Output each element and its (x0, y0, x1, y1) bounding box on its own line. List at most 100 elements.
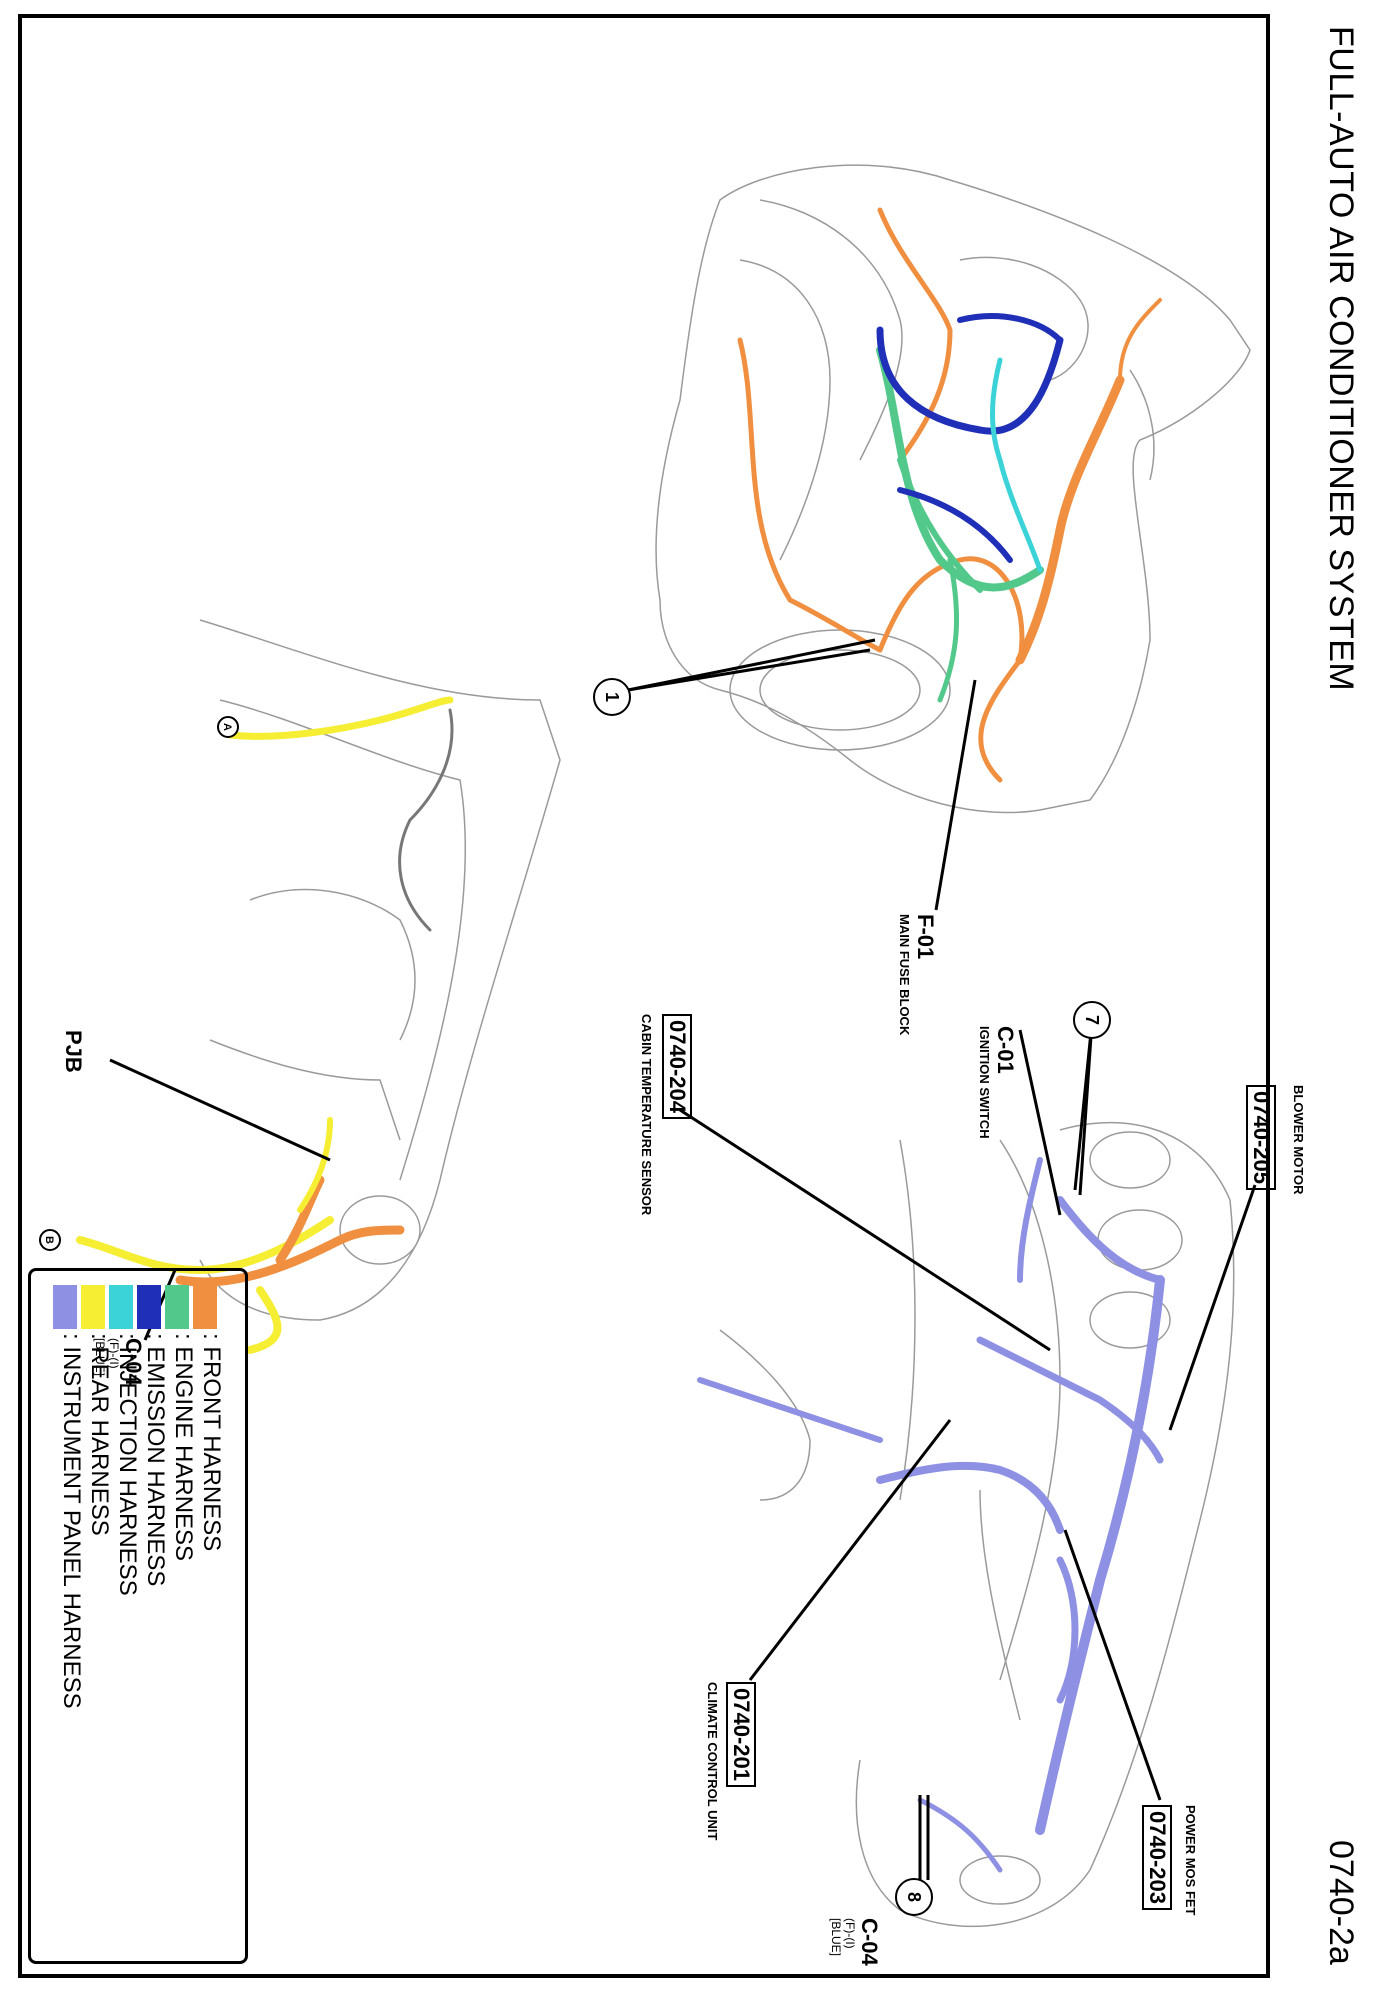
ref-204-name: CABIN TEMPERATURE SENSOR (639, 1014, 654, 1216)
emission-harness-2 (957, 313, 1063, 343)
hood-line (739, 259, 831, 561)
console (979, 1489, 1021, 1721)
leader-201 (748, 1419, 952, 1681)
rear-harnesses (76, 696, 454, 1354)
ref-203-box[interactable]: 0740-203 (1142, 1805, 1172, 1910)
rear-wheel-well (339, 1195, 421, 1265)
callout-8-circle (895, 1878, 933, 1916)
legend-swatch (137, 1285, 161, 1329)
engine-bay-outline (655, 164, 1251, 814)
front-harness-1 (737, 337, 883, 653)
ref-203-name: POWER MOS FET (1183, 1805, 1198, 1916)
ref-201-name: CLIMATE CONTROL UNIT (705, 1682, 720, 1841)
leader-205 (1168, 1184, 1257, 1431)
callout-a-circle (217, 716, 239, 738)
front-harness-3 (1015, 375, 1125, 665)
ref-204-box[interactable]: 0740-204 (662, 1014, 692, 1119)
ip-harness-left (697, 1377, 883, 1443)
leader-lines (109, 638, 1257, 1880)
legend-swatch (109, 1285, 133, 1329)
legend-label: : EMISSION HARNESS (142, 1333, 169, 1587)
glovebox-vent (959, 1855, 1041, 1905)
legend-label: : REAR HARNESS (86, 1333, 113, 1536)
battery-area (1129, 369, 1155, 481)
emission-harness-1 (876, 326, 1064, 435)
leader-f01 (934, 679, 977, 911)
engine-harness-2 (897, 457, 983, 593)
legend-label: : INJECTION HARNESS (114, 1333, 141, 1596)
callout-7-text: 7 (1082, 1015, 1102, 1025)
ip-harness-upper (1056, 1196, 1164, 1284)
leader-pjb (109, 1058, 331, 1162)
rear-panel (209, 1039, 401, 1141)
legend-label: : INSTRUMENT PANEL HARNESS (58, 1333, 85, 1709)
callout-numbers: 1 7 8 A B (43, 692, 1102, 1902)
front-harness-6 (1118, 298, 1162, 382)
legend-swatch (165, 1285, 189, 1329)
ip-harness-end (917, 1797, 1003, 1873)
engine-bay-view (655, 164, 1251, 814)
leader-204 (679, 1108, 1051, 1352)
legend-label: : FRONT HARNESS (198, 1333, 225, 1552)
rear-grey-1 (398, 708, 454, 932)
ref-205-name: BLOWER MOTOR (1291, 1085, 1306, 1195)
harness-legend: : FRONT HARNESS: ENGINE HARNESS: EMISSIO… (28, 1268, 248, 1964)
front-harness-5 (877, 556, 1025, 663)
c04-right-code: C-04 (857, 1918, 882, 1966)
wheel-arch-inner (759, 649, 921, 731)
dash-lower (899, 1139, 916, 1501)
page-number: 0740-2a (1322, 1840, 1360, 1965)
dash-outline (855, 1121, 1235, 1928)
ip-harness-main (1035, 1275, 1165, 1835)
callout-b-circle (39, 1229, 61, 1251)
ip-harness-cross (976, 1336, 1164, 1464)
rear-seat-outline (249, 888, 416, 1041)
legend-swatch (81, 1285, 105, 1329)
leader-1b (627, 638, 876, 692)
rear-body-outline (199, 619, 561, 1321)
callout-1-text: 1 (602, 692, 622, 702)
rear-harness-top (226, 696, 454, 740)
c01-name: IGNITION SWITCH (977, 1026, 992, 1139)
callout-b-text: B (43, 1236, 55, 1244)
callout-a-text: A (221, 723, 233, 731)
ip-harness-lower (876, 1461, 1064, 1534)
front-harness-2 (877, 207, 953, 463)
leader-c01 (1018, 1029, 1062, 1216)
page-border (18, 14, 1270, 1978)
ip-harness-drop (1017, 1157, 1043, 1283)
leader-203 (1063, 1529, 1162, 1801)
front-harness-4 (978, 657, 1023, 783)
c04-right-sub2: [BLUE] (829, 1918, 843, 1957)
ref-205-box[interactable]: 0740-205 (1246, 1085, 1276, 1190)
rear-harness-orange (175, 1225, 405, 1287)
ref-201-box[interactable]: 0740-201 (726, 1682, 756, 1787)
c04-right-sub1: (F)-(I) (843, 1918, 857, 1949)
callout-1-circle (593, 678, 631, 716)
legend-swatch (193, 1285, 217, 1329)
engine-harness-3 (937, 557, 960, 703)
pjb-label: PJB (61, 1030, 86, 1073)
c01-code: C-01 (993, 1026, 1018, 1074)
engine-bay-harnesses (737, 207, 1162, 783)
legend-swatch (53, 1285, 77, 1329)
f01-name: MAIN FUSE BLOCK (897, 914, 912, 1036)
gauge-1 (1089, 1131, 1171, 1189)
fender-line (759, 199, 903, 461)
rear-harness-lower-yellow2 (246, 1286, 282, 1354)
dash-upper (999, 1139, 1061, 1681)
callout-7-circle (1073, 1001, 1111, 1039)
gauge-3 (1089, 1291, 1171, 1349)
rear-yellow-pjb (297, 1117, 333, 1213)
gauge-2 (1097, 1209, 1183, 1271)
rear-cabin-view (199, 619, 561, 1321)
ip-harness-right (1056, 1556, 1079, 1704)
emission-harness-3 (897, 487, 1013, 563)
strut-tower (959, 256, 1089, 381)
leader-7b (1078, 1021, 1094, 1196)
rear-inner-line (219, 699, 467, 1181)
callout-circles (39, 678, 1111, 1916)
steering-column (719, 1329, 811, 1501)
